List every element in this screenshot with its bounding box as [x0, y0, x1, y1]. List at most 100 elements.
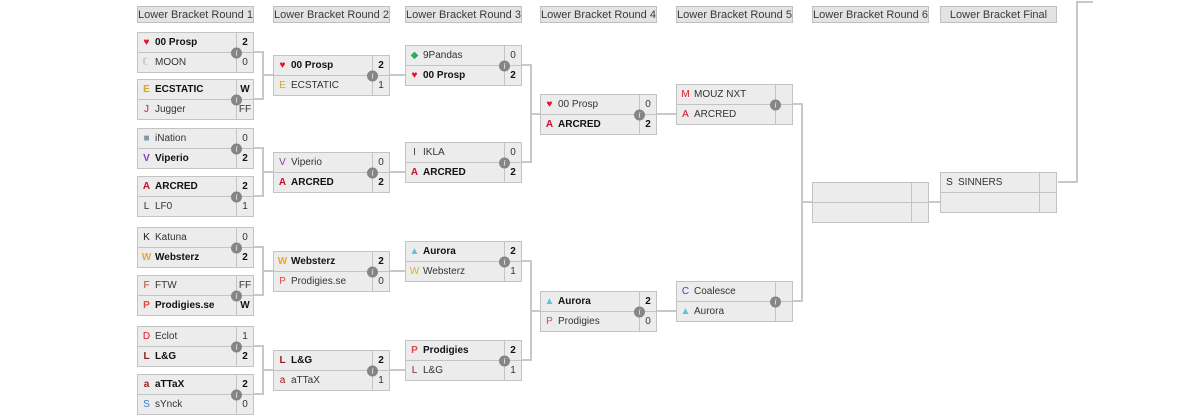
- team-name: LF0: [155, 201, 173, 212]
- team-logo-icon: ▲: [409, 246, 420, 257]
- team-score: 2: [236, 33, 253, 52]
- team-row[interactable]: ♥ 00 Prosp 0: [541, 95, 656, 114]
- info-icon[interactable]: i: [231, 47, 242, 58]
- team-score: 2: [639, 115, 656, 134]
- team-row[interactable]: ♥ 00 Prosp 2: [406, 65, 521, 85]
- team-name: MOUZ NXT: [694, 89, 747, 100]
- info-icon[interactable]: i: [231, 389, 242, 400]
- team-row[interactable]: a aTTaX 2: [138, 375, 253, 394]
- team-row[interactable]: E ECSTATIC 1: [274, 75, 389, 95]
- team-name: 9Pandas: [423, 50, 463, 61]
- team-row[interactable]: K Katuna 0: [138, 228, 253, 247]
- info-icon[interactable]: i: [231, 341, 242, 352]
- team-row[interactable]: A ARCRED 2: [406, 162, 521, 182]
- team-row[interactable]: S sYnck 0: [138, 394, 253, 414]
- team-logo-icon: P: [546, 316, 553, 327]
- team-row[interactable]: ■ iNation 0: [138, 129, 253, 148]
- team-row[interactable]: a aTTaX 1: [274, 370, 389, 390]
- team-score: 1: [504, 262, 521, 281]
- round-header-final: Lower Bracket Final: [940, 6, 1057, 23]
- team-logo-icon: D: [142, 331, 151, 342]
- match-r2m4: L L&G 2 a aTTaX 1 i: [273, 350, 390, 391]
- team-score: 2: [504, 242, 521, 261]
- team-score: 1: [236, 327, 253, 346]
- info-icon[interactable]: i: [367, 70, 378, 81]
- team-row[interactable]: A ARCRED 2: [274, 172, 389, 192]
- team-row[interactable]: ▲ Aurora: [677, 301, 792, 321]
- team-score: 0: [639, 95, 656, 114]
- info-icon[interactable]: i: [231, 143, 242, 154]
- info-icon[interactable]: i: [499, 157, 510, 168]
- info-icon[interactable]: i: [770, 296, 781, 307]
- team-row[interactable]: F FTW FF: [138, 276, 253, 295]
- team-row[interactable]: J Jugger FF: [138, 99, 253, 119]
- info-icon[interactable]: i: [367, 365, 378, 376]
- team-row[interactable]: P Prodigies.se W: [138, 295, 253, 315]
- round-header-1: Lower Bracket Round 1: [137, 6, 254, 23]
- info-icon[interactable]: i: [231, 191, 242, 202]
- team-score: [911, 203, 928, 222]
- team-score: 0: [236, 228, 253, 247]
- team-row[interactable]: ♥ 00 Prosp 2: [138, 33, 253, 52]
- team-row[interactable]: A ARCRED 2: [138, 177, 253, 196]
- team-score: 2: [236, 248, 253, 267]
- team-row[interactable]: [813, 202, 928, 222]
- team-logo-icon: ♥: [143, 37, 150, 48]
- team-row[interactable]: V Viperio 2: [138, 148, 253, 168]
- team-row[interactable]: A ARCRED 2: [541, 114, 656, 134]
- team-score: 2: [639, 292, 656, 311]
- team-row[interactable]: ♥ 00 Prosp 2: [274, 56, 389, 75]
- team-row[interactable]: E ECSTATIC W: [138, 80, 253, 99]
- team-row[interactable]: [941, 192, 1056, 212]
- info-icon[interactable]: i: [367, 167, 378, 178]
- team-row[interactable]: D Eclot 1: [138, 327, 253, 346]
- info-icon[interactable]: i: [634, 306, 645, 317]
- team-score: 1: [504, 361, 521, 380]
- team-name: Viperio: [291, 157, 322, 168]
- team-logo-icon: P: [279, 276, 286, 287]
- team-row[interactable]: P Prodigies 2: [406, 341, 521, 360]
- team-row[interactable]: V Viperio 0: [274, 153, 389, 172]
- team-name: 00 Prosp: [558, 99, 599, 110]
- team-name: ARCRED: [291, 177, 334, 188]
- round-header-5: Lower Bracket Round 5: [676, 6, 793, 23]
- info-icon[interactable]: i: [367, 266, 378, 277]
- team-row[interactable]: L L&G 2: [274, 351, 389, 370]
- team-score: 0: [372, 153, 389, 172]
- team-row[interactable]: [813, 183, 928, 202]
- team-row[interactable]: S SINNERS: [941, 173, 1056, 192]
- team-row[interactable]: P Prodigies.se 0: [274, 271, 389, 291]
- round-header-6: Lower Bracket Round 6: [812, 6, 929, 23]
- team-row[interactable]: A ARCRED: [677, 104, 792, 124]
- match-r2m3: W Websterz 2 P Prodigies.se 0 i: [273, 251, 390, 292]
- team-row[interactable]: ◆ 9Pandas 0: [406, 46, 521, 65]
- team-score: [911, 183, 928, 202]
- team-row[interactable]: ☾ MOON 0: [138, 52, 253, 72]
- info-icon[interactable]: i: [770, 99, 781, 110]
- team-logo-icon: W: [409, 266, 420, 277]
- team-row[interactable]: ▲ Aurora 2: [406, 242, 521, 261]
- team-row[interactable]: C Coalesce: [677, 282, 792, 301]
- team-row[interactable]: L L&G 2: [138, 346, 253, 366]
- team-row[interactable]: W Websterz 2: [274, 252, 389, 271]
- team-name: Aurora: [423, 246, 456, 257]
- info-icon[interactable]: i: [634, 109, 645, 120]
- info-icon[interactable]: i: [499, 256, 510, 267]
- info-icon[interactable]: i: [231, 94, 242, 105]
- team-row[interactable]: I IKLA 0: [406, 143, 521, 162]
- match-r4m2: ▲ Aurora 2 P Prodigies 0 i: [540, 291, 657, 332]
- info-icon[interactable]: i: [499, 60, 510, 71]
- team-row[interactable]: L LF0 1: [138, 196, 253, 216]
- team-row[interactable]: W Websterz 1: [406, 261, 521, 281]
- team-row[interactable]: W Websterz 2: [138, 247, 253, 267]
- team-row[interactable]: M MOUZ NXT: [677, 85, 792, 104]
- team-row[interactable]: P Prodigies 0: [541, 311, 656, 331]
- team-name: L&G: [423, 365, 444, 376]
- info-icon[interactable]: i: [231, 242, 242, 253]
- team-row[interactable]: ▲ Aurora 2: [541, 292, 656, 311]
- team-logo-icon: J: [144, 104, 149, 115]
- info-icon[interactable]: i: [231, 290, 242, 301]
- team-row[interactable]: L L&G 1: [406, 360, 521, 380]
- team-score: 2: [236, 177, 253, 196]
- info-icon[interactable]: i: [499, 355, 510, 366]
